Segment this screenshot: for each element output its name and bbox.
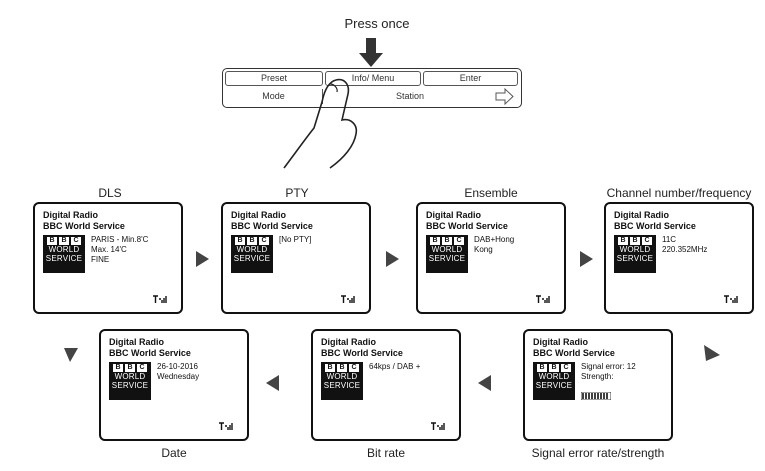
screen-info: [No PTY] [279,235,312,244]
signal-strength-icon [431,422,445,430]
screen-title: Digital Radio [43,210,99,220]
screen-title: Digital Radio [321,337,377,347]
screen-service: BBC World Service [43,221,125,231]
signal-strength-icon [724,295,738,303]
screen-title: Digital Radio [614,210,670,220]
enter-button[interactable]: Enter [423,71,518,86]
signal-strength-bar [581,392,611,400]
screen-service: BBC World Service [533,348,615,358]
signal-strength-icon [341,295,355,303]
flow-arrow-left-icon [478,375,491,391]
down-arrow-icon [359,38,383,67]
flow-arrow-right-icon [386,251,399,267]
caption-channel-frequency: Channel number/frequency [606,186,752,200]
screen-service: BBC World Service [109,348,191,358]
screen-title: Digital Radio [109,337,165,347]
caption-ensemble: Ensemble [464,186,518,200]
screen-title: Digital Radio [533,337,589,347]
screen-service: BBC World Service [231,221,313,231]
signal-strength-icon [153,295,167,303]
press-once-label: Press once [344,16,410,31]
screen-service: BBC World Service [321,348,403,358]
screen-info: 64kps / DAB + [369,362,421,371]
info-menu-button[interactable]: Info/ Menu [325,71,421,86]
flow-arrow-down-left-icon [704,345,720,361]
flow-arrow-right-icon [196,251,209,267]
signal-strength-icon [219,422,233,430]
right-arrow-outline-icon[interactable] [493,88,515,105]
caption-pty: PTY [285,186,309,200]
screen-service: BBC World Service [426,221,508,231]
screen-title: Digital Radio [426,210,482,220]
caption-dls: DLS [98,186,122,200]
radio-keypad: Preset Info/ Menu Enter Mode Station [222,68,522,108]
preset-button[interactable]: Preset [225,71,323,86]
caption-signal-error: Signal error rate/strength [531,446,665,460]
caption-bit-rate: Bit rate [366,446,405,460]
caption-date: Date [161,446,187,460]
signal-strength-icon [536,295,550,303]
station-button[interactable]: Station [395,91,425,101]
screen-service: BBC World Service [614,221,696,231]
flow-arrow-right-icon [580,251,593,267]
flow-arrow-left-icon [266,375,279,391]
screen-title: Digital Radio [231,210,287,220]
pressing-hand-icon [283,78,358,169]
flow-arrow-return-icon [64,348,78,362]
